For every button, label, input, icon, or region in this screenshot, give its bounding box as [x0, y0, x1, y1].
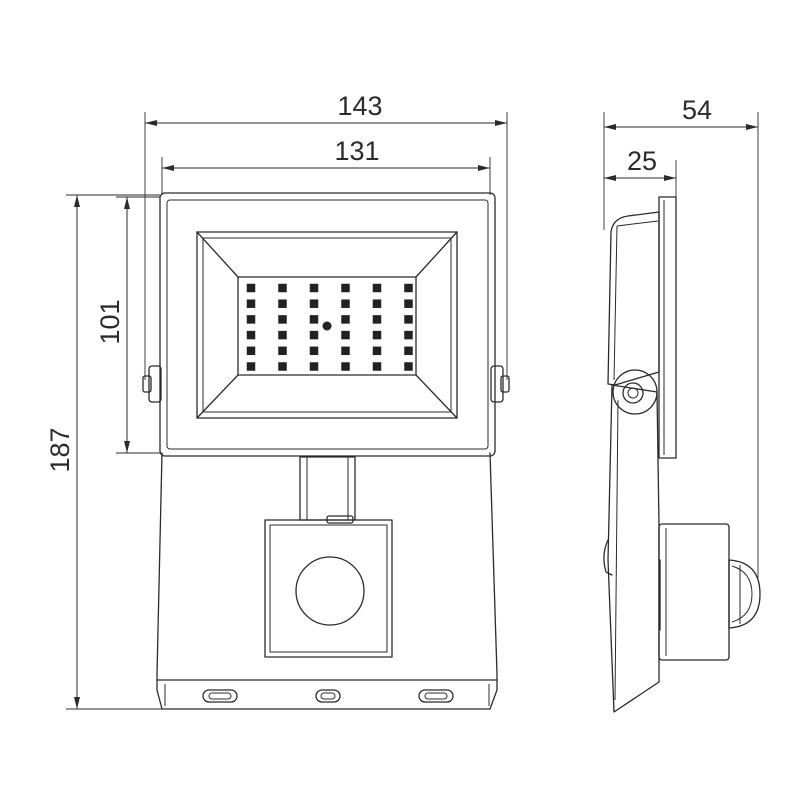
side-sensor-dome	[728, 559, 761, 629]
led-chip	[276, 345, 289, 357]
led-chip	[245, 329, 257, 341]
led-chip	[245, 345, 257, 357]
side-mounting-plate	[658, 196, 677, 459]
dimension-label-panel-height: 101	[95, 299, 125, 344]
led-chip	[308, 297, 320, 310]
led-chip	[402, 282, 415, 294]
led-chip	[308, 345, 320, 357]
led-chip	[245, 282, 257, 294]
side-lamp-head	[607, 211, 660, 386]
dimension-label-side-offset: 25	[627, 146, 657, 176]
led-chip	[276, 282, 289, 294]
led-chip	[308, 329, 320, 341]
led-chip	[371, 297, 383, 310]
sensor-neck	[299, 456, 356, 521]
motion-sensor-box	[264, 519, 393, 658]
reflector	[196, 231, 458, 419]
side-view	[603, 196, 761, 713]
led-chip	[308, 313, 320, 326]
dimension-label-total-width: 143	[337, 91, 382, 121]
pivot-joint	[612, 369, 658, 415]
led-chip	[371, 360, 383, 373]
led-chip	[402, 313, 415, 326]
led-chip	[339, 360, 352, 373]
led-grid	[245, 282, 415, 373]
led-chip	[339, 313, 352, 326]
mounting-slot-center	[315, 689, 341, 703]
dimension-lines	[66, 112, 759, 710]
led-chip	[308, 360, 320, 373]
lower-housing	[156, 452, 498, 710]
led-chip	[276, 313, 289, 326]
mounting-slot-right	[418, 689, 454, 703]
led-panel	[237, 276, 417, 376]
pivot-bolt	[622, 382, 644, 404]
led-chip	[245, 313, 257, 326]
led-chip	[245, 360, 257, 373]
led-chip	[339, 329, 352, 341]
led-center-dot	[322, 321, 332, 331]
led-chip	[371, 329, 383, 341]
side-sensor-housing	[658, 523, 730, 661]
left-mounting-knob	[142, 365, 162, 403]
dimension-label-side-depth: 54	[682, 95, 712, 125]
led-chip	[339, 297, 352, 310]
right-mounting-knob	[490, 365, 510, 403]
led-chip	[339, 345, 352, 357]
led-chip	[308, 282, 320, 294]
motion-sensor-lens	[295, 556, 365, 626]
led-chip	[276, 360, 289, 373]
led-chip	[339, 282, 352, 294]
led-chip	[245, 297, 257, 310]
lamp-head-frame	[159, 192, 496, 457]
led-chip	[276, 329, 289, 341]
led-chip	[371, 345, 383, 357]
led-chip	[371, 313, 383, 326]
mounting-slot-left	[202, 689, 238, 703]
led-chip	[402, 329, 415, 341]
led-chip	[276, 297, 289, 310]
led-chip	[402, 360, 415, 373]
dimension-label-panel-width: 131	[334, 136, 379, 166]
led-chip	[402, 297, 415, 310]
front-view	[142, 192, 510, 710]
led-chip	[371, 282, 383, 294]
led-chip	[402, 345, 415, 357]
dimension-label-total-height: 187	[45, 427, 75, 472]
